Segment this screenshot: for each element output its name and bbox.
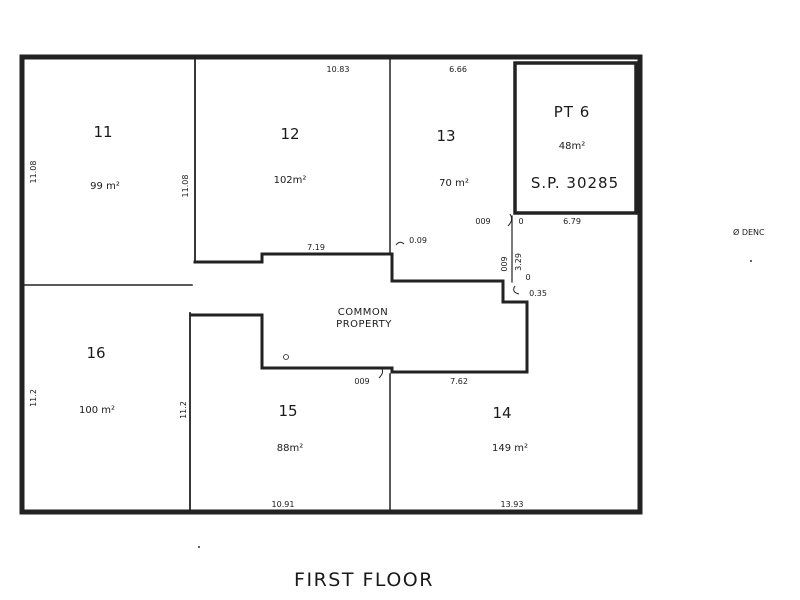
dim-pt-bottom: 6.79 <box>563 217 581 226</box>
lot-14-area: 149 m² <box>492 443 528 454</box>
marker-009 <box>395 241 405 246</box>
lot-13-area: 70 m² <box>439 178 469 189</box>
dim-div-11-12: 11.08 <box>181 175 190 198</box>
outer-boundary <box>19 54 643 515</box>
pt6-area: 48m² <box>559 141 585 152</box>
dim-bottom-14: 13.93 <box>501 500 524 509</box>
floor-title: FIRST FLOOR <box>294 569 434 591</box>
dim-zero-top: 0 <box>518 217 523 226</box>
pt6-plan-number: S.P. 30285 <box>531 174 619 192</box>
dim-top-13: 6.66 <box>449 65 467 74</box>
pt6-boundary <box>513 61 638 215</box>
common-property-line1: COMMON <box>338 307 388 318</box>
side-note: Ø DENC <box>733 227 765 237</box>
lot-15-area: 88m² <box>277 443 303 454</box>
dim-left-11: 11.08 <box>29 161 38 184</box>
marker-009-b <box>507 213 513 227</box>
lot-12-area: 102m² <box>274 175 307 186</box>
lot-16-area: 100 m² <box>79 405 115 416</box>
speck-2 <box>198 546 200 548</box>
dim-vert-009: 009 <box>500 256 509 271</box>
dim-offset-009-b: 009 <box>475 217 490 226</box>
common-property-line2: PROPERTY <box>336 319 392 330</box>
lot-11-number: 11 <box>93 123 112 141</box>
dim-cp-bottom: 7.62 <box>450 377 468 386</box>
dim-cp-top: 7.19 <box>307 243 325 252</box>
dim-offset-035: 0.35 <box>529 289 547 298</box>
dim-bottom-15: 10.91 <box>272 500 295 509</box>
dim-top-12: 10.83 <box>327 65 350 74</box>
dim-offset-009: 0.09 <box>409 236 427 245</box>
lot-13-number: 13 <box>436 127 455 145</box>
lot-12-number: 12 <box>280 125 299 143</box>
drawing-mark <box>283 354 289 360</box>
common-property-boundary <box>190 252 529 374</box>
dim-vert-329: 3.29 <box>514 253 523 271</box>
marker-035 <box>513 285 520 295</box>
lot-15-number: 15 <box>278 402 297 420</box>
dim-zero-mid: 0 <box>525 273 530 282</box>
pt6-label: PT 6 <box>554 103 591 121</box>
dim-left-16: 11.2 <box>29 389 38 407</box>
dim-div-16-15: 11.2 <box>179 401 188 419</box>
dim-offset-009-c: 009 <box>354 377 369 386</box>
lot-14-number: 14 <box>492 404 511 422</box>
lot-11-area: 99 m² <box>90 181 120 192</box>
marker-009-c <box>378 368 384 379</box>
speck <box>750 260 752 262</box>
lot-16-number: 16 <box>86 344 105 362</box>
